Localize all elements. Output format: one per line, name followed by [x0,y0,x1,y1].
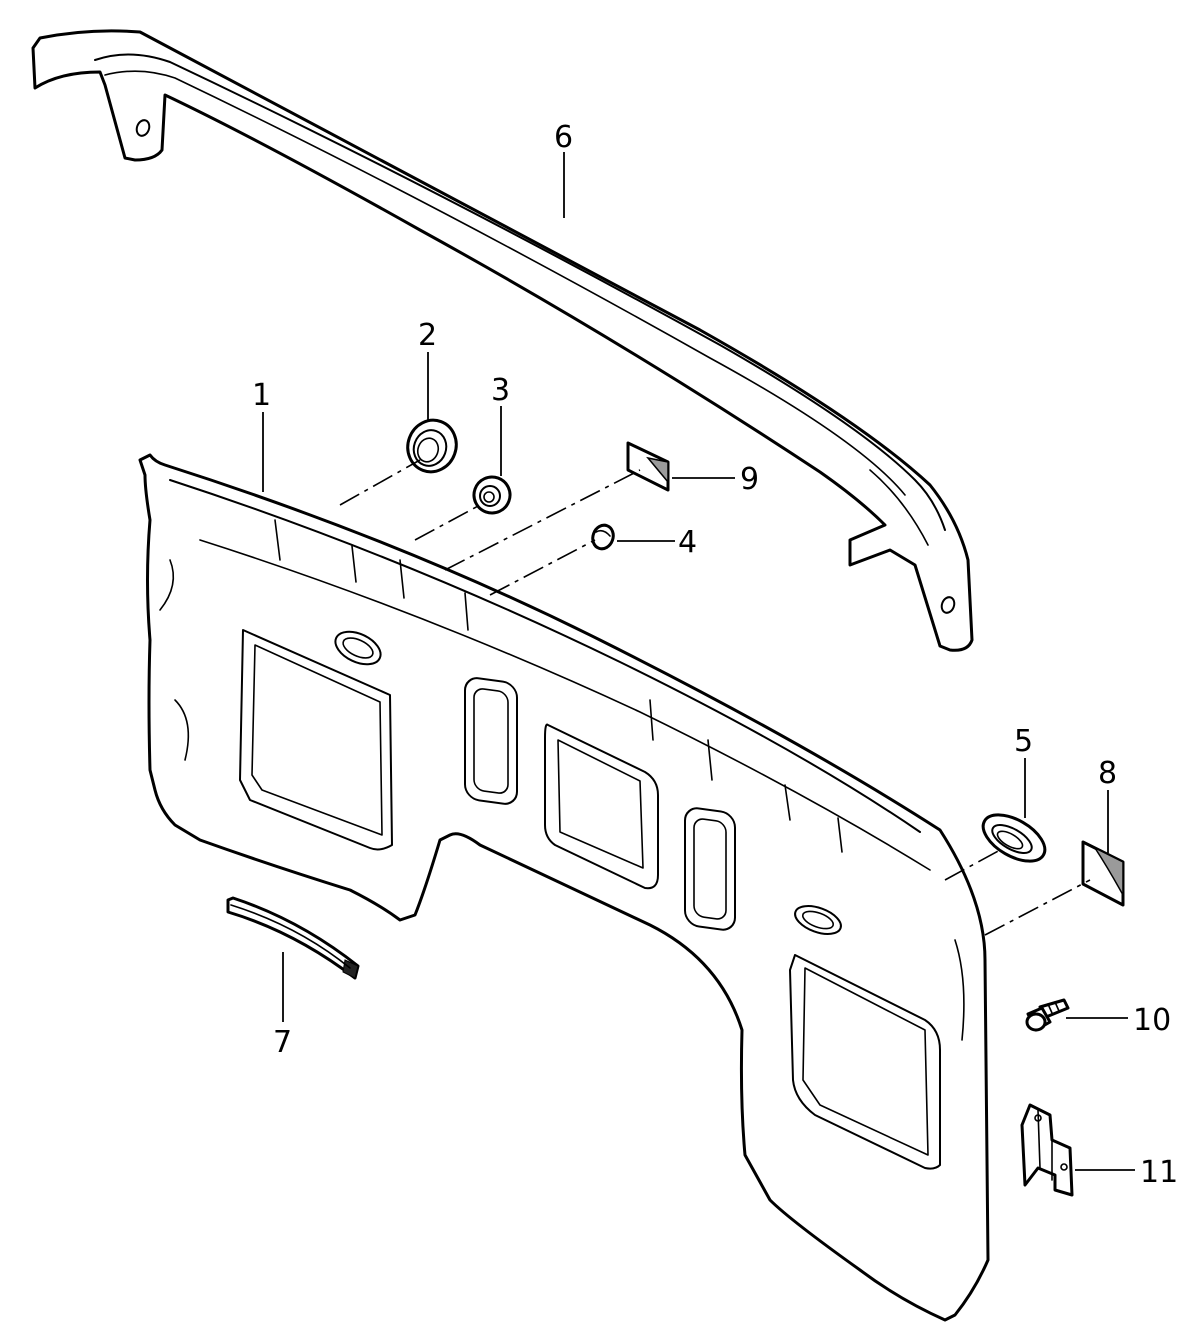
callout-7: 7 [273,1025,292,1060]
callout-3: 3 [491,373,510,408]
callout-8: 8 [1098,756,1117,791]
part-10-bolt [1025,998,1070,1032]
callout-4: 4 [678,525,697,560]
part-4-plug [591,523,615,551]
callout-10: 10 [1133,1003,1171,1038]
callout-2: 2 [418,318,437,353]
callout-6: 6 [554,120,573,155]
callouts: 1 2 3 4 5 6 7 8 9 10 11 [252,120,1178,1190]
part-3-grommet [472,475,512,515]
part-9-pad [626,441,670,492]
callout-11: 11 [1140,1155,1178,1190]
callout-1: 1 [252,378,271,413]
callout-9: 9 [740,462,759,497]
part-7-seal-strip [226,896,360,980]
part-2-grommet [406,418,458,474]
part-8-pad [1081,840,1125,907]
callout-5: 5 [1014,724,1033,759]
part-6-roof-rail [31,29,974,652]
part-1-rear-panel [138,453,990,1322]
assembly-lines [339,459,1091,936]
part-5-grommet [981,813,1047,863]
leader-lines [262,152,1135,1171]
part-11-bracket [1020,1103,1074,1197]
